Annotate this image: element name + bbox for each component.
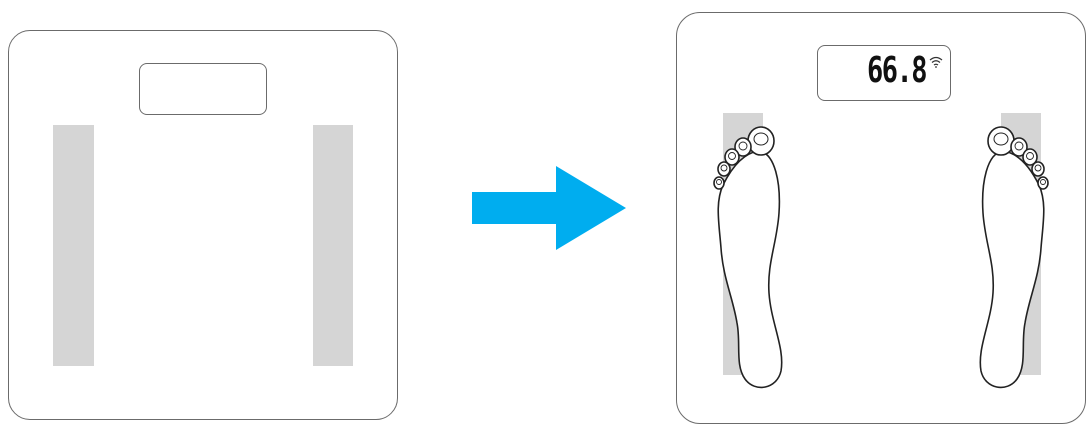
- right-foot-icon: [965, 113, 1065, 393]
- wifi-signal-icon: [929, 56, 943, 68]
- empty-scale: [8, 30, 398, 420]
- left-foot-icon: [697, 113, 797, 393]
- weight-display: 66.8: [817, 45, 951, 101]
- active-scale: 66.8: [676, 12, 1086, 424]
- empty-scale-display: [139, 63, 267, 115]
- right-electrode-pad: [313, 125, 353, 366]
- right-arrow-icon: [472, 166, 626, 250]
- left-electrode-pad: [53, 125, 94, 366]
- weight-reading: 66.8: [845, 50, 926, 91]
